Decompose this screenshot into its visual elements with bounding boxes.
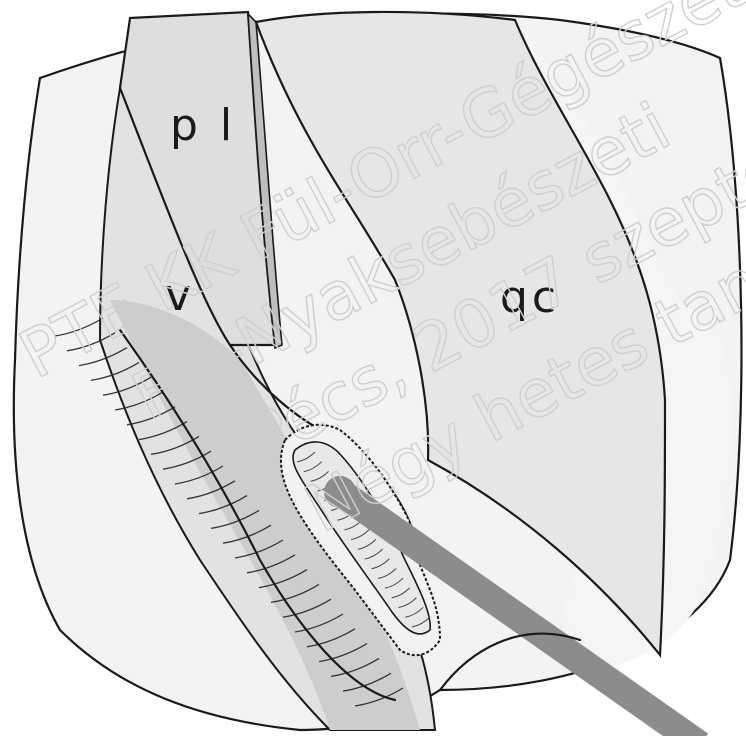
label-pl: p l [170, 100, 236, 151]
